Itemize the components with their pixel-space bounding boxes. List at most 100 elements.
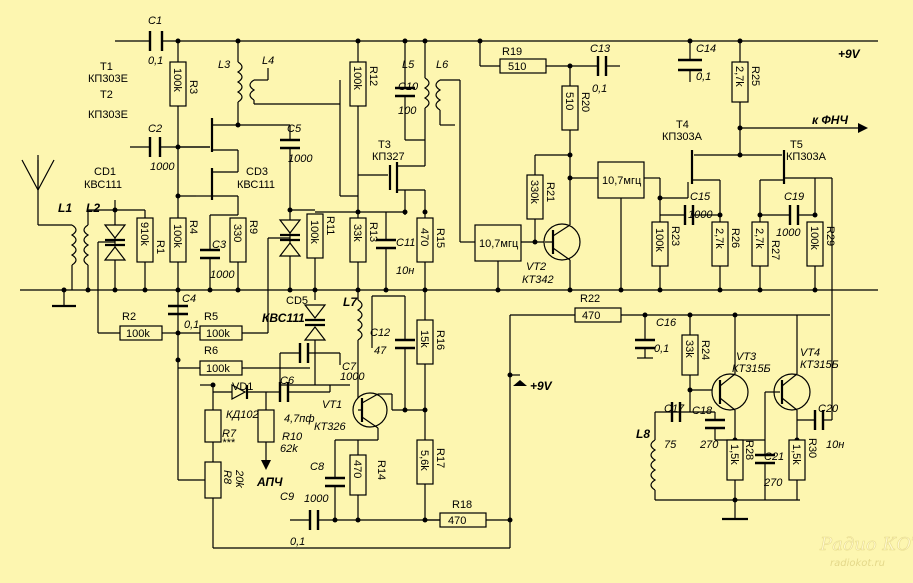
- l3-l4-coil: [236, 41, 290, 126]
- label-r28-value: 1,5k: [728, 444, 740, 465]
- label-c7: C7: [342, 361, 357, 373]
- label-c4: C4: [182, 293, 196, 305]
- label-l3: L3: [218, 59, 231, 71]
- label-c12: C12: [370, 327, 390, 339]
- label-r1: R1: [154, 240, 166, 254]
- c2-capacitor: [130, 137, 210, 157]
- label-c5: C5: [287, 123, 302, 135]
- c13-capacitor: [570, 56, 620, 76]
- label-c3: C3: [212, 239, 227, 251]
- t4-t5-fets: [660, 150, 816, 215]
- label-r14-value: 470: [351, 460, 363, 478]
- label-r4: R4: [187, 220, 199, 234]
- label-r5: R5: [204, 311, 218, 323]
- label-t1-value: КП303Е: [88, 73, 128, 85]
- label-c17-value: 75: [664, 439, 677, 451]
- label-c18-value: 270: [699, 439, 719, 451]
- label-r16: R16: [434, 330, 446, 350]
- label-c5-value: 1000: [288, 153, 313, 165]
- label-r24-value: 33k: [683, 340, 695, 358]
- label-c2-value: 1000: [150, 161, 175, 173]
- label-r6-value: 100k: [206, 363, 230, 375]
- label-r16-value: 15k: [418, 330, 430, 348]
- label-c12-value: 47: [374, 345, 387, 357]
- label-c17: C17: [664, 403, 685, 415]
- label-r11-value: 100k: [308, 220, 320, 244]
- label-t3: T3: [378, 139, 391, 151]
- label-r20: R20: [579, 92, 591, 112]
- label-r24: R24: [699, 340, 711, 360]
- label-c6: C6: [280, 375, 295, 387]
- antenna-input: [21, 155, 115, 308]
- label-vt1-value: КТ326: [314, 421, 346, 433]
- label-c3-value: 1000: [210, 269, 235, 281]
- label-r7-value: ***: [222, 437, 236, 449]
- label-l6: L6: [436, 59, 449, 71]
- label-l8: L8: [636, 427, 650, 441]
- label-t4-value: КП303А: [662, 131, 703, 143]
- label-r28: R28: [743, 440, 755, 460]
- label-r29-value: 100k: [808, 226, 820, 250]
- label-r9-value: 330: [231, 224, 243, 242]
- label-c16-value: 0,1: [654, 343, 669, 355]
- label-t2: T2: [100, 89, 113, 101]
- label-vt2-value: КТ342: [522, 274, 554, 286]
- label-r4-value: 100k: [171, 224, 183, 248]
- label-cd5: CD5: [286, 295, 308, 307]
- label-cd3: CD3: [246, 166, 268, 178]
- label-c8: C8: [310, 461, 325, 473]
- label-c10: C10: [398, 81, 419, 93]
- label-c11-value: 10н: [396, 265, 414, 277]
- label-c1-value: 0,1: [148, 55, 163, 67]
- label-r21: R21: [544, 182, 556, 202]
- label-cd1: CD1: [94, 166, 116, 178]
- label-c20: C20: [818, 403, 839, 415]
- label-c14-value: 0,1: [696, 71, 711, 83]
- label-r8: R8: [221, 470, 233, 485]
- label-c13-value: 0,1: [592, 83, 607, 95]
- label-supply-top: +9V: [838, 47, 861, 61]
- label-c15-value: 1000: [688, 209, 713, 221]
- label-c16: C16: [656, 317, 677, 329]
- label-r23-value: 100k: [653, 228, 665, 252]
- label-c18: C18: [692, 405, 713, 417]
- label-t5: T5: [790, 139, 803, 151]
- label-r18: R18: [452, 499, 472, 511]
- label-r8-value: 20k: [233, 469, 245, 488]
- label-out-apch: АПЧ: [256, 475, 283, 489]
- label-c19-value: 1000: [776, 227, 801, 239]
- label-r12: R12: [367, 66, 379, 86]
- label-c9-value: 0,1: [290, 536, 305, 548]
- r28-c21-r30-c20: [726, 400, 833, 500]
- mixer-stage: [254, 41, 475, 293]
- label-r30: R30: [806, 438, 818, 458]
- cd3-varicap: [267, 210, 302, 333]
- label-r6: R6: [204, 345, 218, 357]
- label-r27-value: 2,7k: [753, 228, 765, 249]
- label-r2: R2: [122, 311, 136, 323]
- label-vd1-value: КД102: [226, 409, 259, 421]
- label-c11: C11: [396, 237, 415, 249]
- label-vd1: VD1: [232, 381, 253, 393]
- vd1-apch-network: [200, 382, 510, 549]
- label-r25: R25: [749, 66, 761, 86]
- label-r23: R23: [669, 226, 681, 246]
- label-r7: R7: [222, 428, 237, 440]
- label-c10-value: 100: [398, 105, 417, 117]
- label-c15: C15: [690, 191, 711, 203]
- label-c4-value: 0,1: [184, 319, 199, 331]
- label-r13-value: 33k: [351, 224, 363, 242]
- label-vt3: VT3: [736, 351, 757, 363]
- r2-r5-r6: [119, 290, 310, 481]
- label-r17: R17: [434, 448, 446, 468]
- label-c13: C13: [590, 43, 611, 55]
- label-c6-value: 4,7пф: [284, 413, 315, 425]
- label-c21: C21: [764, 451, 784, 463]
- r16-r17: [416, 290, 434, 520]
- label-r3: R3: [187, 80, 199, 94]
- label-filter-2: 10,7мгц: [602, 175, 642, 187]
- supply-mid-arrow: [510, 374, 527, 386]
- vt2-if-stage: [474, 66, 663, 293]
